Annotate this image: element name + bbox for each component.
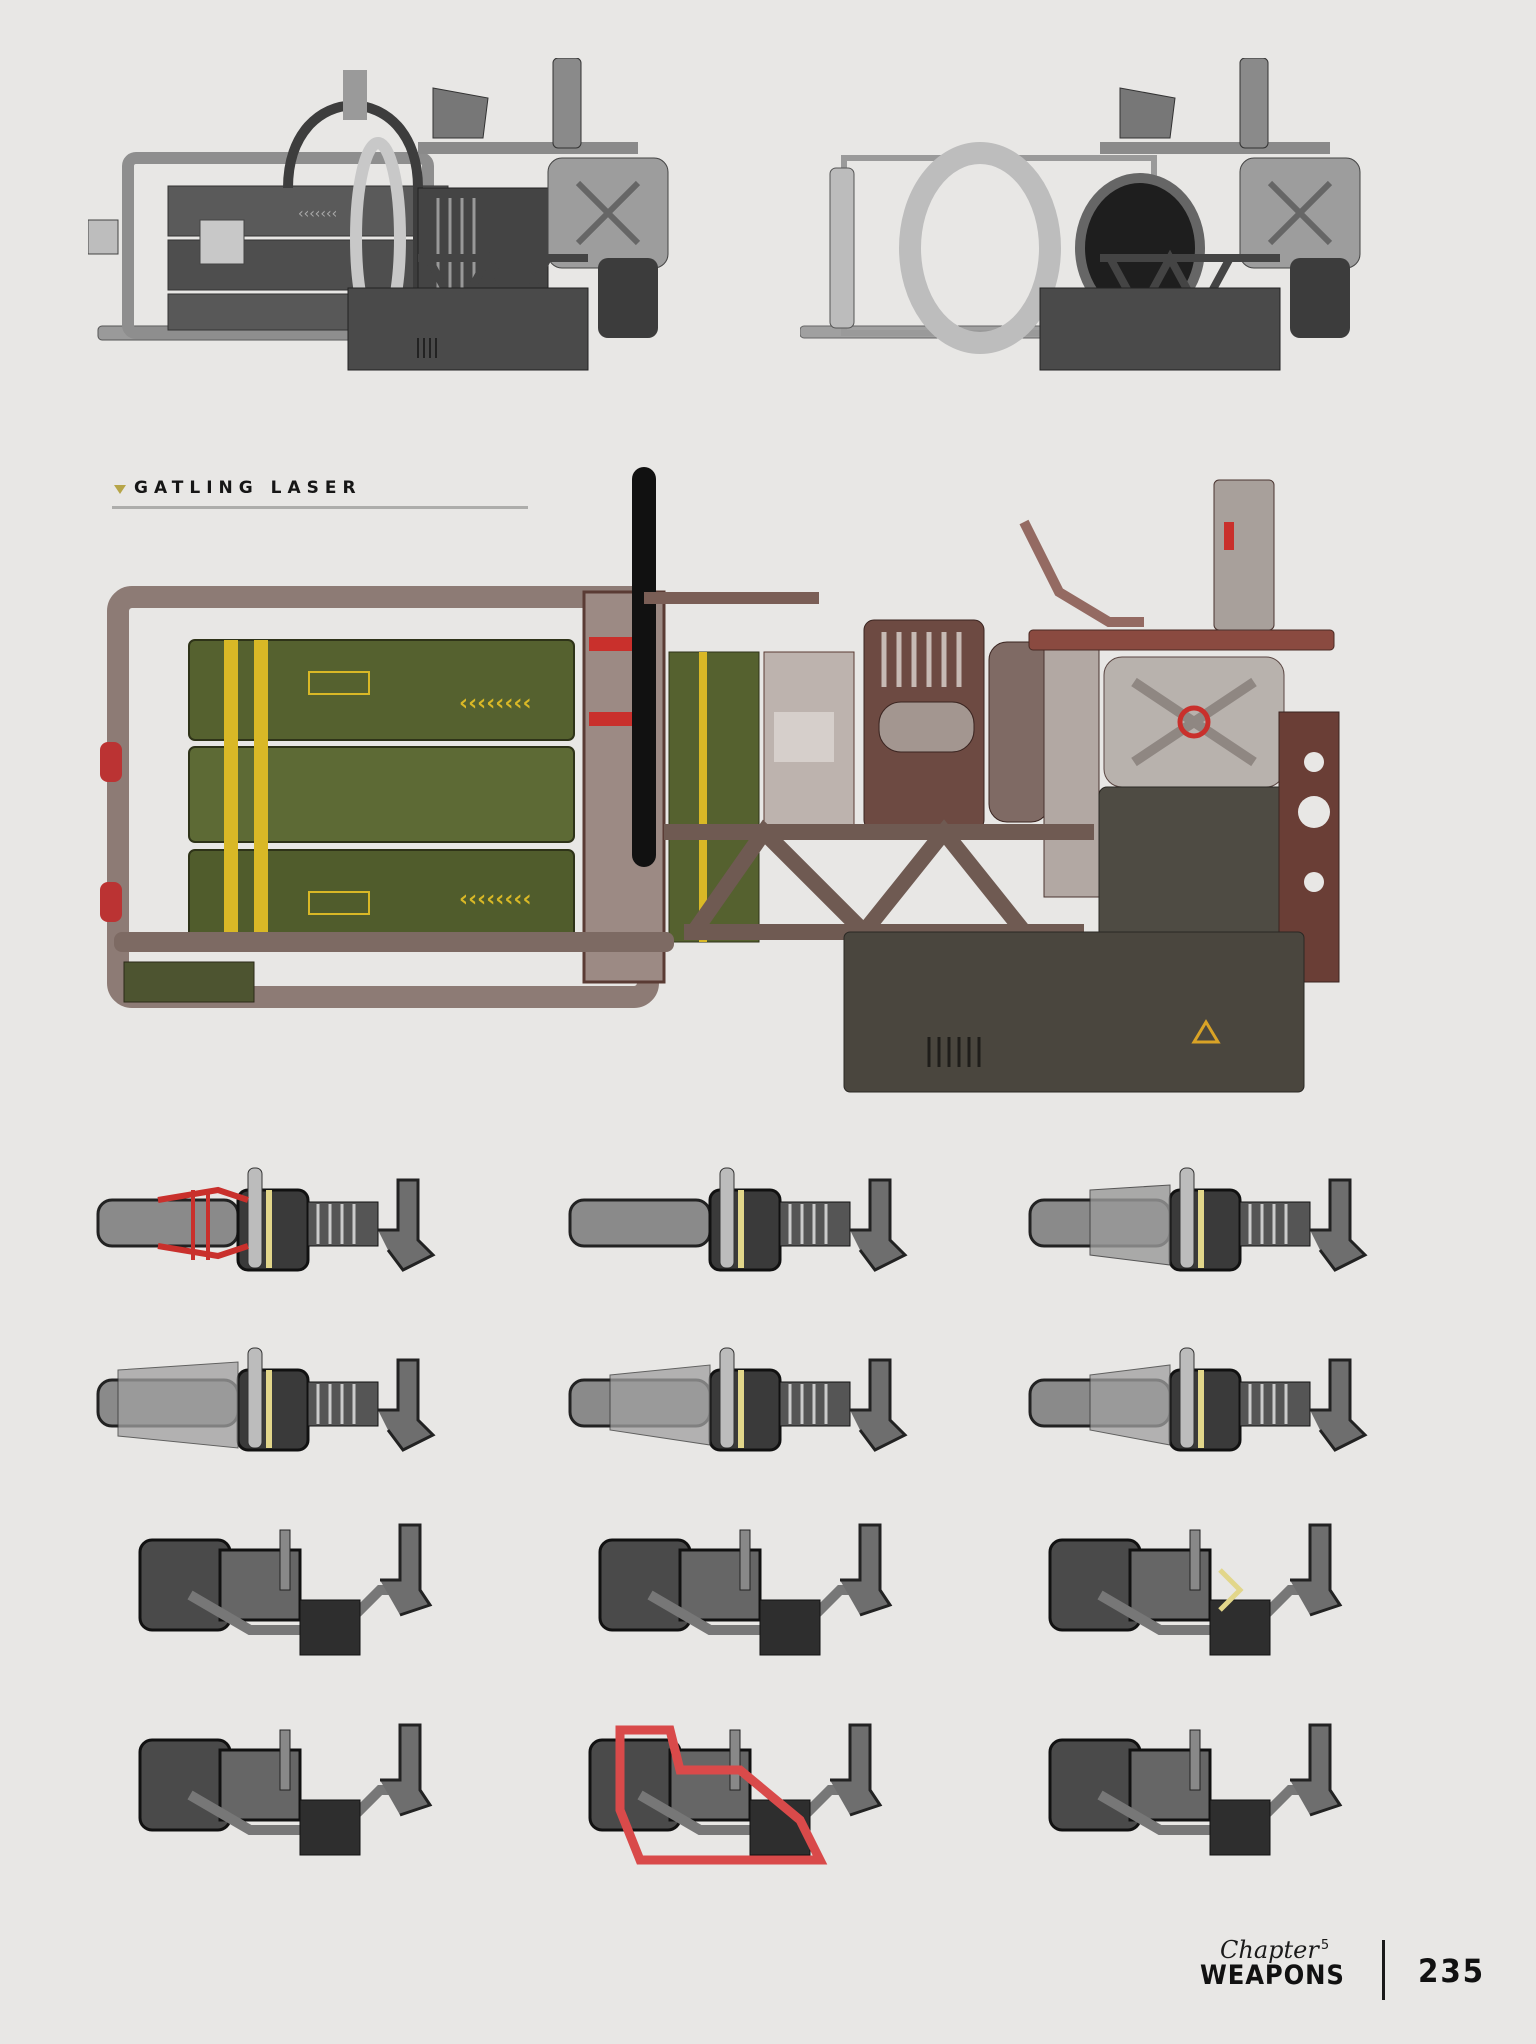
page-number: 235 [1418, 1952, 1485, 1990]
section-title: GATLING LASER [134, 478, 362, 498]
illustration-gatling-grayscale-exploded [800, 58, 1490, 418]
variant-1-2 [568, 1166, 907, 1272]
variant-1-1 [96, 1166, 435, 1272]
variant-2-2 [568, 1346, 907, 1452]
chapter-script: Chapter [1220, 1936, 1319, 1964]
svg-text:‹‹‹‹‹‹‹: ‹‹‹‹‹‹‹ [298, 206, 337, 222]
svg-text:‹‹‹‹‹‹‹‹: ‹‹‹‹‹‹‹‹ [459, 691, 532, 716]
footer-section-title: WEAPONS [1200, 1960, 1345, 1991]
triangle-down-icon [114, 484, 126, 494]
variant-4-2 [590, 1725, 880, 1865]
variant-2-3 [1028, 1346, 1367, 1452]
variant-3-1 [140, 1525, 430, 1655]
variant-4-1 [140, 1725, 430, 1855]
svg-text:‹‹‹‹‹‹‹‹: ‹‹‹‹‹‹‹‹ [459, 887, 532, 912]
variant-4-3 [1050, 1725, 1340, 1855]
variant-3-3 [1050, 1525, 1340, 1655]
variants-grid [90, 1140, 1490, 1910]
variant-2-1 [96, 1346, 435, 1452]
illustration-gatling-laser-hero: ‹‹‹‹‹‹‹‹ ‹‹‹‹‹‹‹‹ [84, 462, 1484, 1112]
variant-1-3 [1028, 1166, 1367, 1272]
section-caption: GATLING LASER [114, 478, 362, 498]
chapter-number: 5 [1320, 1938, 1330, 1953]
variant-3-2 [600, 1525, 890, 1655]
illustration-gatling-grayscale-assembled: ‹‹‹‹‹‹‹ [88, 58, 778, 418]
caption-divider [112, 506, 528, 509]
footer-divider [1382, 1940, 1385, 2000]
